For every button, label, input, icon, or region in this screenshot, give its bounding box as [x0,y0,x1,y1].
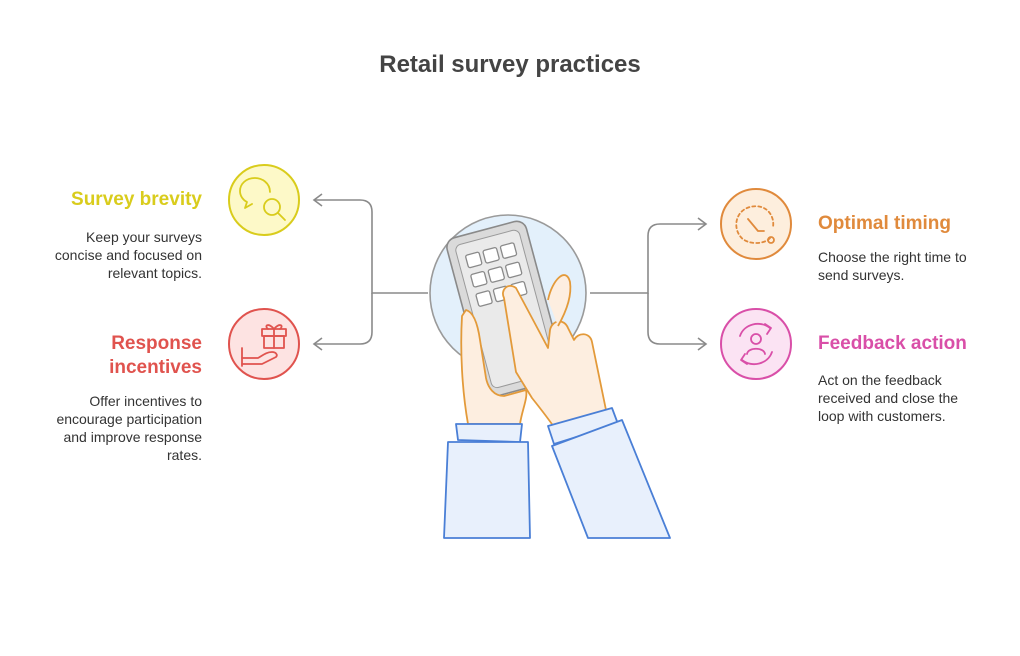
response-incentives-heading: Response incentives [109,333,202,378]
chat-search-icon [239,177,286,221]
left-hand [460,309,528,425]
survey-brevity-description: Keep your surveys concise and focused on… [54,229,202,281]
connector-optimal-timing [590,223,706,294]
survey-brevity-heading: Survey brevity [71,189,202,210]
connector-feedback-action [647,293,706,345]
survey-brevity-circle [228,164,300,236]
arrow-feedback-action [697,337,708,351]
response-incentives-description: Offer incentives to encourage participat… [56,393,202,463]
clock-icon [735,205,775,244]
optimal-timing-circle [720,188,792,260]
feedback-action-icon-group [720,308,792,380]
hands-phone-icon [429,214,671,539]
left-sleeve [443,441,531,539]
feedback-action-heading: Feedback action [818,333,967,354]
optimal-timing-heading: Optimal timing [818,213,951,234]
response-incentives-icon-group [228,308,300,380]
right-hand [502,285,607,431]
arrow-response-incentives [312,337,323,351]
right-hand-thumb [547,274,572,327]
optimal-timing-description: Choose the right time to send surveys. [818,249,967,283]
user-cycle-icon [739,322,773,366]
connectors [312,193,708,351]
feedback-action-description: Act on the feedback received and close t… [818,372,959,424]
page-title: Retail survey practices [379,51,641,78]
left-cuff [455,423,523,443]
connector-survey-brevity [314,199,428,294]
survey-brevity-icon-group [228,164,300,236]
connector-response-incentives [314,293,373,345]
right-sleeve [551,419,671,539]
arrow-optimal-timing [697,217,708,231]
optimal-timing-icon-group [720,188,792,260]
arrow-survey-brevity [312,193,323,207]
gift-hand-icon [241,324,287,367]
